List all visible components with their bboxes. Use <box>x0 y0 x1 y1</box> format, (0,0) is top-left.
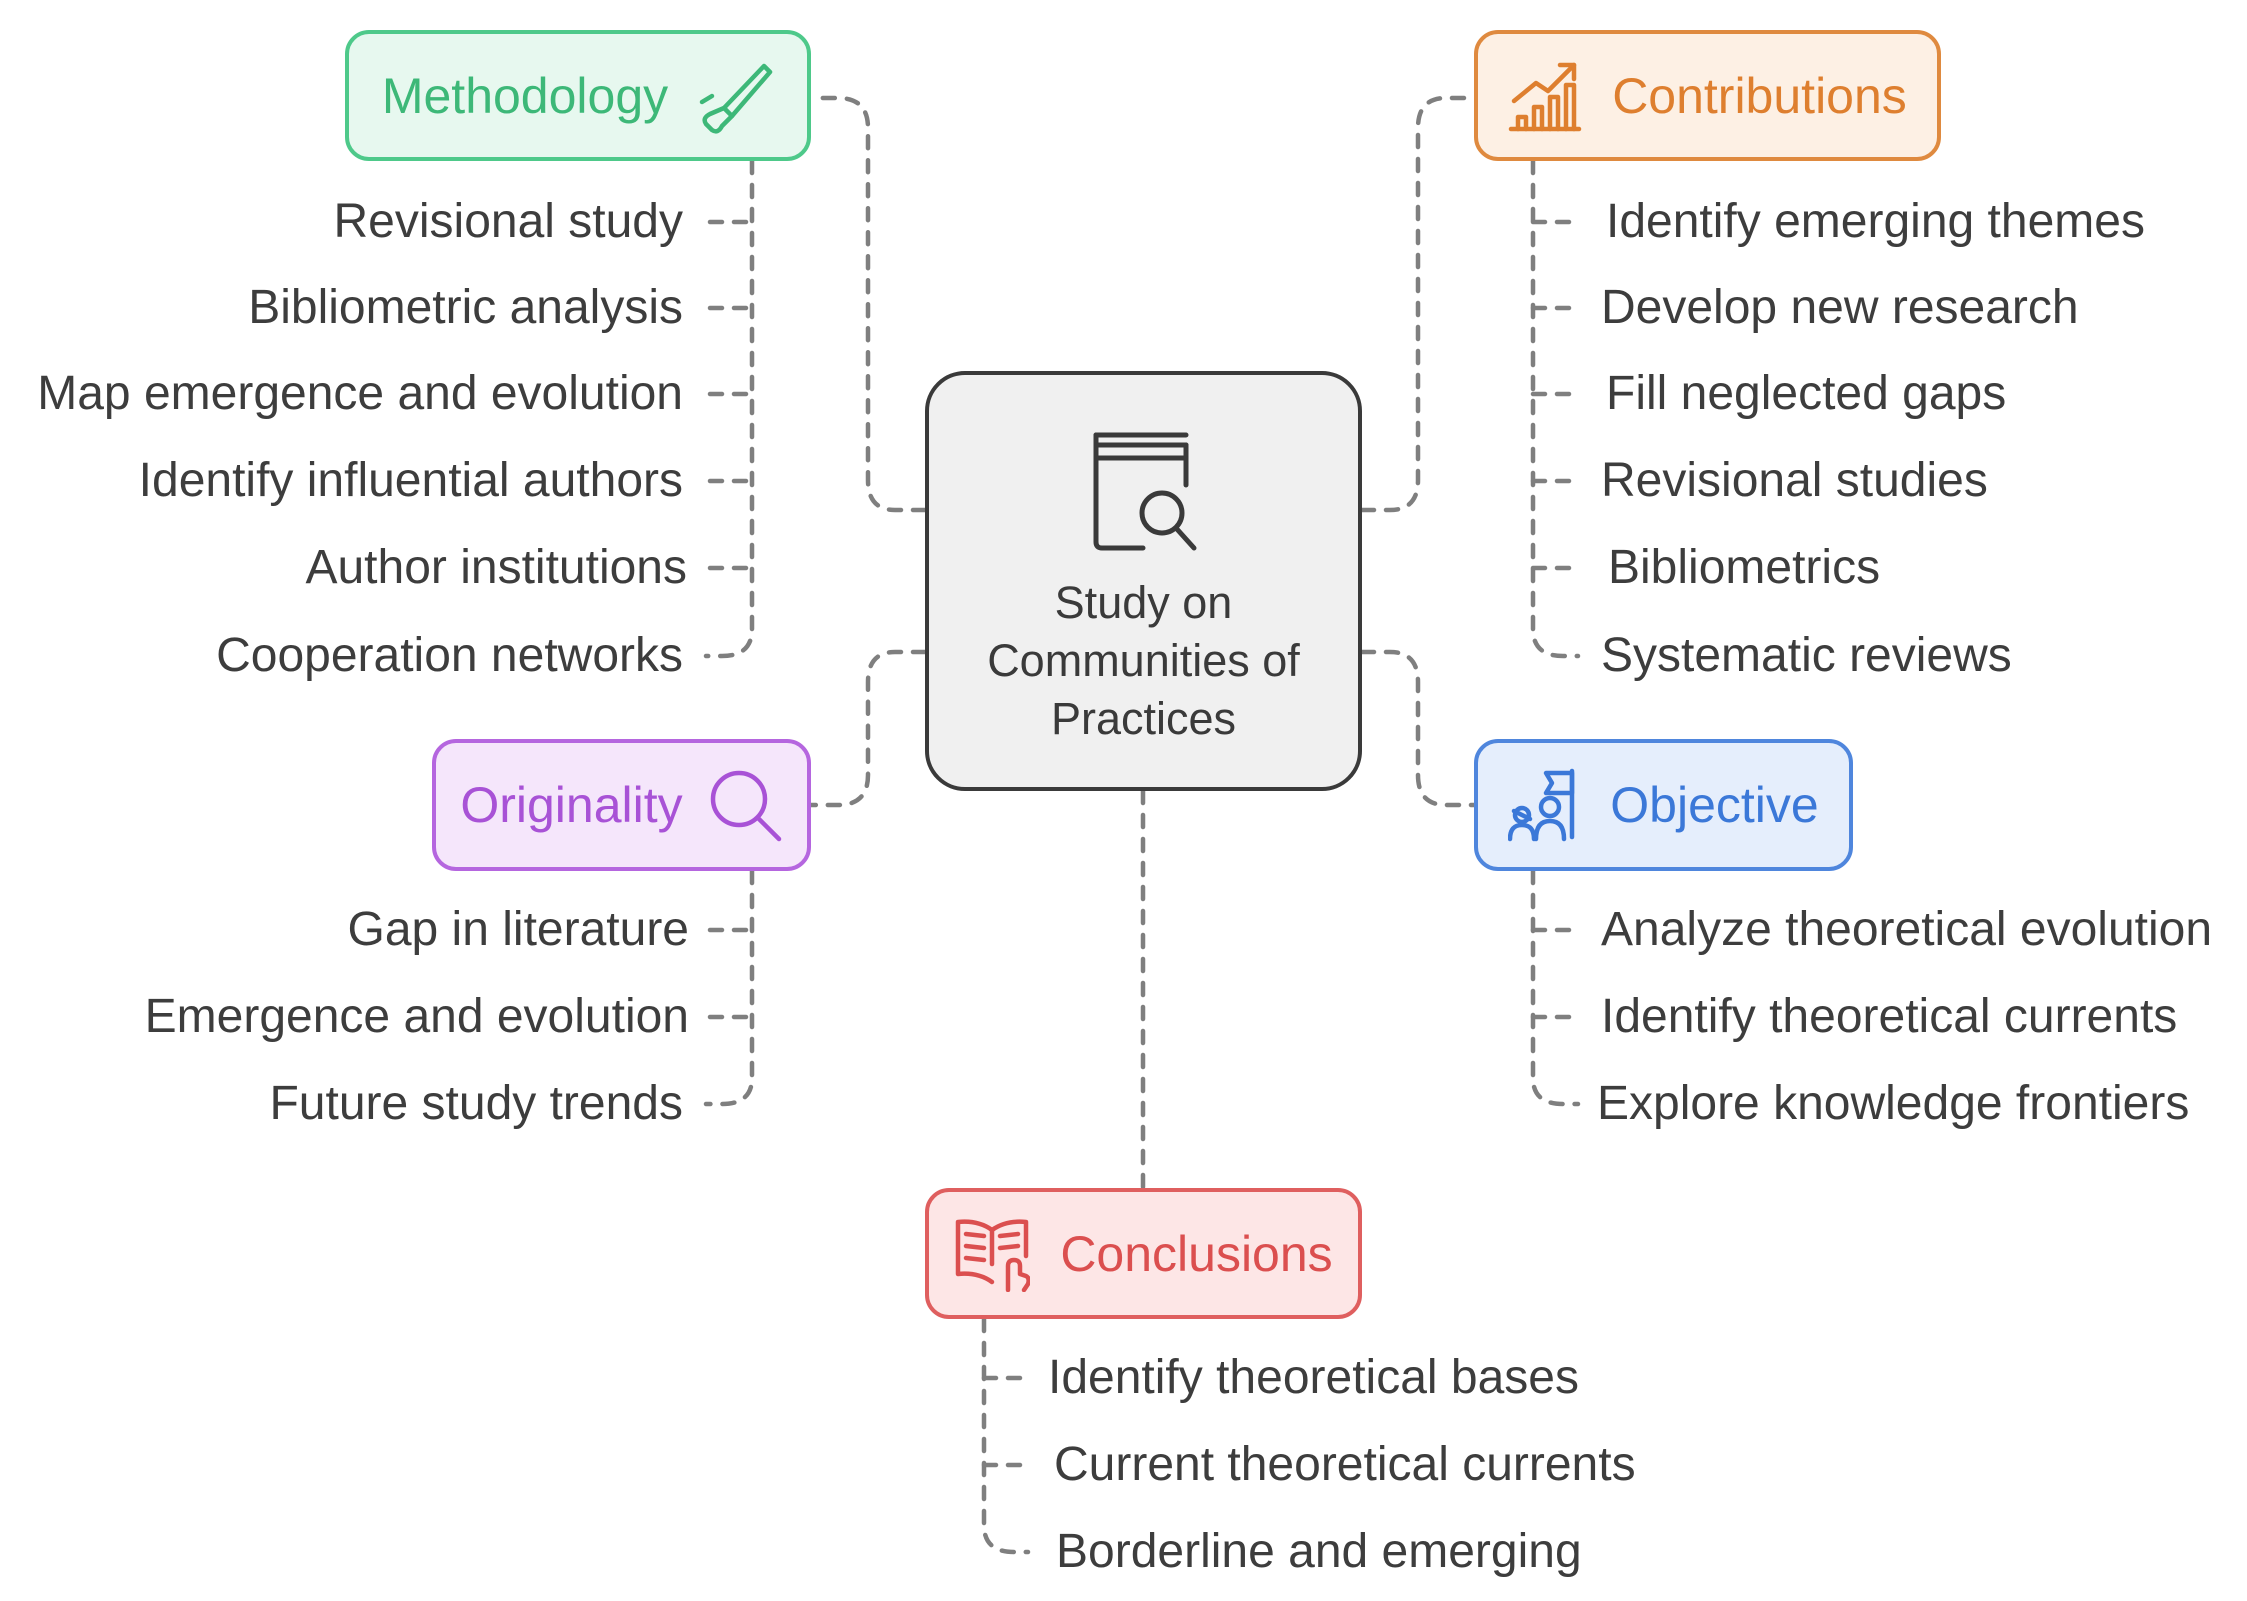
objective-tick <box>1530 927 1579 1020</box>
methodology-item: Author institutions <box>305 541 687 594</box>
originality-tick <box>707 927 755 1020</box>
objective-spine <box>1530 868 1581 1107</box>
pencil-icon <box>698 58 774 134</box>
methodology-label: Methodology <box>381 67 669 124</box>
contributions-spine <box>1530 158 1581 659</box>
connector-central-originality <box>808 649 928 808</box>
originality-item: Gap in literature <box>347 903 689 956</box>
methodology-item: Map emergence and evolution <box>37 367 683 420</box>
contributions-item: Identify emerging themes <box>1606 195 2145 248</box>
objective-item: Identify theoretical currents <box>1601 990 2178 1043</box>
connector-central-contributions <box>1359 95 1477 513</box>
growth-chart-icon <box>1508 59 1582 133</box>
contributions-tick <box>1530 219 1579 571</box>
contributions-item: Develop new research <box>1601 281 2079 334</box>
conclusions-spine <box>981 1316 1031 1555</box>
methodology-tick <box>707 219 755 571</box>
open-book-icon <box>954 1216 1031 1292</box>
conclusions-item: Borderline and emerging <box>1056 1525 1582 1578</box>
objective-item: Explore knowledge frontiers <box>1597 1077 2190 1130</box>
contributions-item: Bibliometrics <box>1608 541 1881 594</box>
methodology-item: Bibliometric analysis <box>248 281 683 334</box>
conclusions-item: Current theoretical currents <box>1054 1438 1636 1491</box>
conclusions-tick <box>981 1375 1029 1468</box>
contributions-item: Systematic reviews <box>1601 629 2012 682</box>
magnifier-icon <box>707 767 783 843</box>
originality-node[interactable]: Originality <box>432 739 811 871</box>
conclusions-item: Identify theoretical bases <box>1048 1351 1579 1404</box>
methodology-item: Identify influential authors <box>138 454 683 507</box>
conclusions-node[interactable]: Conclusions <box>925 1188 1362 1319</box>
book-search-icon <box>1088 430 1200 560</box>
methodology-node[interactable]: Methodology <box>345 30 811 161</box>
objective-item: Analyze theoretical evolution <box>1601 903 2213 956</box>
originality-item: Emergence and evolution <box>144 990 689 1043</box>
originality-spine <box>703 868 755 1107</box>
methodology-item: Revisional study <box>333 195 684 248</box>
contributions-label: Contributions <box>1612 67 1907 124</box>
methodology-item: Cooperation networks <box>216 629 683 682</box>
central-topic-node[interactable]: Study on Communities of Practices <box>925 371 1362 791</box>
contributions-item: Revisional studies <box>1601 454 1988 507</box>
team-flag-icon <box>1508 767 1580 843</box>
connector-central-objective <box>1359 649 1477 808</box>
conclusions-label: Conclusions <box>1060 1225 1333 1282</box>
originality-item: Future study trends <box>269 1077 683 1130</box>
connector-central-methodology <box>808 95 928 513</box>
methodology-spine <box>703 158 755 659</box>
objective-node[interactable]: Objective <box>1474 739 1853 871</box>
central-topic-title: Study on Communities of Practices <box>987 577 1300 744</box>
objective-label: Objective <box>1610 777 1819 833</box>
contributions-item: Fill neglected gaps <box>1606 367 2007 420</box>
contributions-node[interactable]: Contributions <box>1474 30 1941 161</box>
originality-label: Originality <box>460 777 683 833</box>
